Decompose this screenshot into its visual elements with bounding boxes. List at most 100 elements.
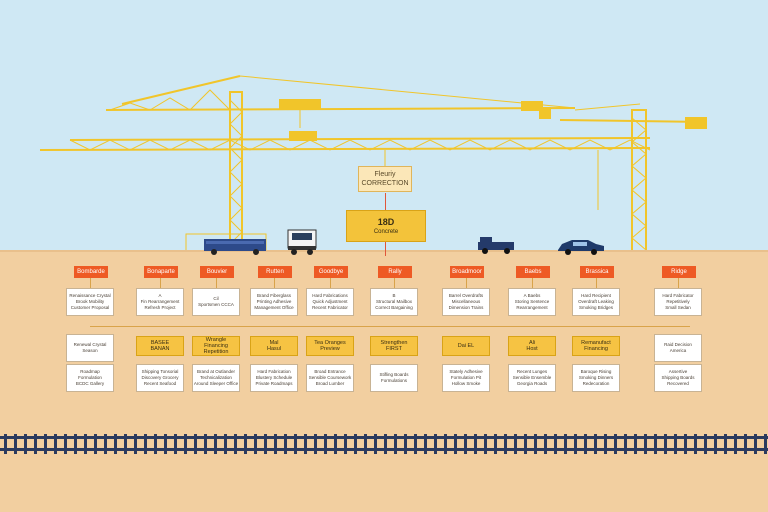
fence-post: [214, 434, 217, 454]
column-mid-card[interactable]: BASEE BANAN: [136, 336, 184, 356]
column-mid-card[interactable]: Remanufact Financing: [572, 336, 620, 356]
column-bottom-card[interactable]: Stifling Boards Formulations: [370, 364, 418, 392]
fence-post: [514, 434, 517, 454]
central-node-label: Concrete: [373, 229, 399, 235]
column-mid-card[interactable]: Strengthen FIRST: [370, 336, 418, 356]
fence-post: [644, 434, 647, 454]
fence-post: [384, 434, 387, 454]
connector-arrow-down: [385, 242, 386, 256]
central-node[interactable]: 18D Concrete: [346, 210, 426, 242]
rail-fence: [0, 434, 768, 456]
column-tag[interactable]: Brassica: [580, 266, 614, 278]
fence-post: [54, 434, 57, 454]
column-mid-card[interactable]: Tea Oranges Preview: [306, 336, 354, 356]
connector-line: [216, 278, 217, 288]
column-tag[interactable]: Rutten: [258, 266, 292, 278]
fence-post: [554, 434, 557, 454]
column-mid-card[interactable]: Mal Hasul: [250, 336, 298, 356]
column-tag[interactable]: Rally: [378, 266, 412, 278]
connector-line: [274, 278, 275, 288]
column-tag[interactable]: Broadmoor: [450, 266, 484, 278]
column-top-card[interactable]: Hard Fabrications Quick Adjustment Recen…: [306, 288, 354, 316]
column-top-card[interactable]: Barrel Overdrafts Miscellaneous Dimensio…: [442, 288, 490, 316]
column-bottom-card[interactable]: Recent Lunges Sensible Ensemble Georgia …: [508, 364, 556, 392]
fence-post: [594, 434, 597, 454]
fence-post: [524, 434, 527, 454]
fence-post: [154, 434, 157, 454]
fence-post: [374, 434, 377, 454]
column-top-card[interactable]: A Baebs Storing Sentence Rearrangement: [508, 288, 556, 316]
fence-post: [364, 434, 367, 454]
fence-post: [734, 434, 737, 454]
column-tag[interactable]: Ridge: [662, 266, 696, 278]
column-bottom-card[interactable]: Brand at Outlander Technicalization Arou…: [192, 364, 240, 392]
fence-post: [584, 434, 587, 454]
fence-post: [724, 434, 727, 454]
column-top-card[interactable]: B Structural Mailbox Correct Bargaining: [370, 288, 418, 316]
column-top-card[interactable]: Hard Fabricator Repetitively Small Sedan: [654, 288, 702, 316]
connector-line: [394, 278, 395, 288]
column-bottom-card[interactable]: Shipping Tonsorial Discovery Grocery Rec…: [136, 364, 184, 392]
fence-post: [764, 434, 767, 454]
fence-post: [574, 434, 577, 454]
fence-post: [264, 434, 267, 454]
column-bottom-card[interactable]: Broad Entrance Sensible Coursework Broad…: [306, 364, 354, 392]
fence-post: [744, 434, 747, 454]
fence-post: [114, 434, 117, 454]
crane-2: [39, 131, 651, 210]
fence-post: [284, 434, 287, 454]
column-top-card[interactable]: Hard Recipient Overdraft Leaking Smoking…: [572, 288, 620, 316]
column-mid-card[interactable]: Dai EL: [442, 336, 490, 356]
connector-arrow-up: [385, 193, 386, 210]
column-top-card[interactable]: Renaissance Crystal Brook Mobility Custo…: [66, 288, 114, 316]
fence-post: [344, 434, 347, 454]
column-mid-card[interactable]: Ali Host: [508, 336, 556, 356]
column-mid-card[interactable]: Renewal Crystal Season: [66, 334, 114, 362]
fence-post: [204, 434, 207, 454]
fence-post: [24, 434, 27, 454]
fence-post: [84, 434, 87, 454]
connector-line: [330, 278, 331, 288]
fence-post: [454, 434, 457, 454]
fence-post: [634, 434, 637, 454]
fence-post: [444, 434, 447, 454]
fence-post: [664, 434, 667, 454]
column-top-card[interactable]: A Fin Rearrangement Refresh Project: [136, 288, 184, 316]
fence-post: [244, 434, 247, 454]
column-bottom-card[interactable]: Hard Fabrication Blustery Schedule Priva…: [250, 364, 298, 392]
fence-post: [184, 434, 187, 454]
fence-post: [704, 434, 707, 454]
crane-1: [105, 75, 576, 255]
fence-post: [14, 434, 17, 454]
column-mid-card[interactable]: Raid Decision America: [654, 334, 702, 362]
fence-post: [304, 434, 307, 454]
fence-post: [414, 434, 417, 454]
connector-line: [596, 278, 597, 288]
fence-post: [324, 434, 327, 454]
fence-post: [694, 434, 697, 454]
fence-post: [534, 434, 537, 454]
fence-post: [34, 434, 37, 454]
column-bottom-card[interactable]: Baroque Rising Smoking Dinners Redecorat…: [572, 364, 620, 392]
fence-post: [164, 434, 167, 454]
fence-post: [74, 434, 77, 454]
column-bottom-card[interactable]: Stately Adhesive Formulation Pit Hollow …: [442, 364, 490, 392]
column-bottom-card[interactable]: Assertive Shipping Boards Recovered: [654, 364, 702, 392]
column-tag[interactable]: Bombarde: [74, 266, 108, 278]
fence-post: [104, 434, 107, 454]
column-top-card[interactable]: Brand Fiberglass Printing Adhesive Manag…: [250, 288, 298, 316]
column-tag[interactable]: Bouvier: [200, 266, 234, 278]
flatbed-truck: [204, 239, 266, 255]
column-tag[interactable]: Goodbye: [314, 266, 348, 278]
fence-post: [404, 434, 407, 454]
fence-post: [44, 434, 47, 454]
column-top-card[interactable]: Cil Sportsmen CCCA: [192, 288, 240, 316]
fence-post: [624, 434, 627, 454]
sedan-car: [558, 240, 604, 255]
column-tag[interactable]: Baebs: [516, 266, 550, 278]
column-tag[interactable]: Bonaparte: [144, 266, 178, 278]
fence-post: [684, 434, 687, 454]
column-mid-card[interactable]: Wrangle Financing Repetition: [192, 336, 240, 356]
caption-sign: Fleuriy CORRECTION: [358, 166, 412, 192]
column-bottom-card[interactable]: Roadmap Formulation BCDC Gallery: [66, 364, 114, 392]
